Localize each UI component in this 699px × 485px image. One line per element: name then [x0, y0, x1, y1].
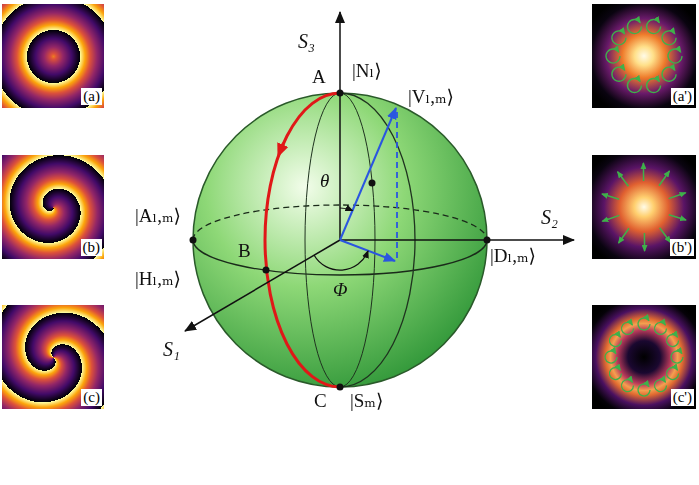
axis-label: A: [312, 66, 326, 88]
axis-label: Φ: [333, 279, 347, 301]
panel-label: (c'): [671, 389, 694, 406]
radial-arrow: [669, 215, 686, 220]
circular-arrow: [647, 78, 661, 92]
s2-axis: [340, 239, 574, 241]
radial-arrow: [618, 172, 629, 186]
projection-line: [396, 112, 398, 258]
axis-label: |Hₗ,ₘ⟩: [135, 268, 181, 290]
pole-dot: [337, 384, 344, 391]
axis-label: S₁: [163, 338, 180, 361]
panel-label: (b): [81, 239, 103, 256]
phi-arc: [314, 251, 368, 270]
circular-arrow: [668, 49, 682, 63]
radial-arrow: [602, 215, 619, 221]
state-dot: [190, 237, 197, 244]
circular-arrow: [627, 20, 641, 34]
theta-arc: [340, 208, 353, 211]
axis-label: S₃: [298, 30, 315, 53]
panel-label: (b'): [670, 239, 694, 256]
s3-axis: [339, 12, 341, 240]
circular-arrow: [654, 322, 666, 334]
circular-arrow: [612, 31, 626, 45]
equator-front: [193, 240, 487, 275]
path-arrow: [280, 143, 284, 152]
state-vector: [340, 108, 396, 240]
circular-arrow: [671, 351, 683, 363]
axis-label: |Aₗ,ₘ⟩: [135, 205, 181, 227]
axis-label: |Dₗ,ₘ⟩: [490, 245, 536, 267]
panel-label: (a): [81, 88, 102, 105]
circular-arrow: [609, 335, 621, 347]
radial-arrow: [644, 233, 646, 251]
circular-arrow: [667, 367, 679, 379]
s1-axis: [185, 240, 340, 331]
radial-arrow: [602, 194, 619, 199]
circular-arrow: [638, 318, 650, 330]
circular-arrow: [655, 380, 667, 392]
circular-arrow: [606, 49, 620, 63]
radial-arrow: [643, 163, 645, 181]
axis-label: |Vₗ,ₘ⟩: [408, 86, 454, 108]
projection-vector: [340, 240, 395, 261]
circular-arrow: [609, 368, 621, 380]
intensity-map: [592, 305, 696, 409]
radial-arrow: [659, 171, 669, 186]
state-dot: [369, 180, 376, 187]
circular-arrow: [647, 20, 661, 34]
axis-label: S₂: [541, 206, 558, 229]
panel-label: (c): [81, 389, 102, 406]
circular-arrow: [667, 334, 679, 346]
radial-arrow: [660, 228, 671, 242]
azimuthal-circles: [606, 20, 682, 93]
radial-arrows: [602, 163, 686, 251]
radial-arrow: [669, 193, 686, 199]
state-dot: [484, 237, 491, 244]
circular-arrow: [662, 67, 676, 81]
axis-label: |Sₘ⟩: [350, 390, 383, 412]
red-path: [265, 93, 340, 387]
intensity-map: [592, 155, 696, 259]
intensity-map: [592, 4, 696, 108]
axis-label: C: [314, 390, 327, 412]
circular-arrow: [622, 380, 634, 392]
axis-label: θ: [320, 170, 329, 192]
circular-arrow: [621, 322, 633, 334]
circular-arrow: [627, 78, 641, 92]
circular-arrow: [605, 351, 617, 363]
state-dot: [263, 267, 270, 274]
pole-dot: [337, 90, 344, 97]
circular-arrow: [638, 384, 650, 396]
circular-arrow: [612, 67, 626, 81]
axis-label: |Nₗ⟩: [352, 60, 382, 82]
axis-label: B: [238, 240, 251, 262]
azimuthal-circles: [605, 318, 683, 396]
circular-arrow: [662, 31, 676, 45]
radial-arrow: [619, 228, 629, 243]
panel-label: (a'): [671, 88, 694, 105]
